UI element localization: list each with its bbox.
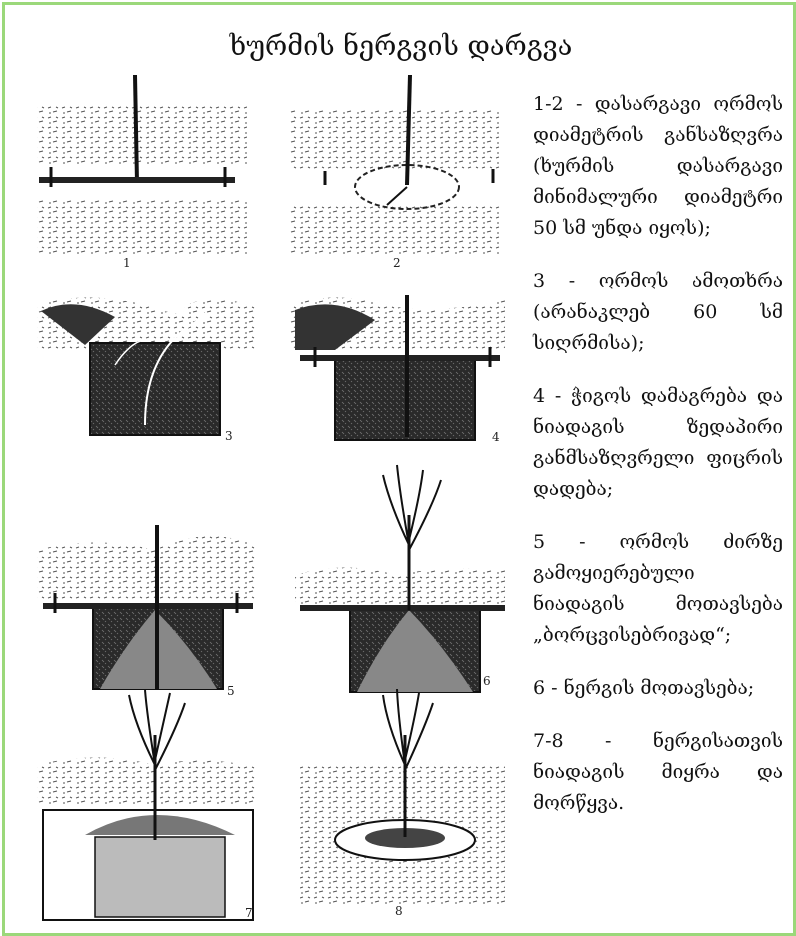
step-4: 4 - ჭიგოს დამაგრება და ნიადაგის ზედაპირი… [533, 381, 783, 505]
step-3: 3 - ორმოს ამოთხრა (არანაკლებ 60 სმ სიღრმ… [533, 266, 783, 359]
step-5: 5 - ორმოს ძირზე გამოყიერებული ნიადაგის მ… [533, 527, 783, 651]
figure-number-1: 1 [123, 256, 131, 270]
figure-5: 5 [37, 525, 255, 698]
figure-number-8: 8 [395, 904, 403, 918]
figure-number-2: 2 [393, 256, 401, 270]
figure-4: 4 [290, 295, 505, 444]
figure-3: 3 [37, 298, 255, 444]
figure-number-3: 3 [225, 429, 233, 443]
step-7-8: 7-8 - ნერგისათვის ნიადაგის მიყრა და მორწ… [533, 726, 783, 819]
figure-number-4: 4 [492, 430, 500, 444]
figure-number-6: 6 [483, 674, 491, 688]
figure-8: 8 [300, 689, 505, 918]
step-1-2: 1-2 - დასარგავი ორმოს დიამეტრის განსაზღვ… [533, 89, 783, 244]
figure-number-7: 7 [245, 906, 253, 920]
figure-7: 7 [37, 690, 255, 920]
figure-1: 1 [37, 75, 247, 270]
step-6: 6 - ნერგის მოთავსება; [533, 673, 783, 704]
figure-2: 2 [290, 75, 500, 270]
figure-number-5: 5 [227, 684, 235, 698]
steps-description: 1-2 - დასარგავი ორმოს დიამეტრის განსაზღვ… [533, 89, 783, 841]
planting-illustrations: 1 2 3 [5, 5, 525, 933]
figure-6: 6 [295, 465, 505, 692]
